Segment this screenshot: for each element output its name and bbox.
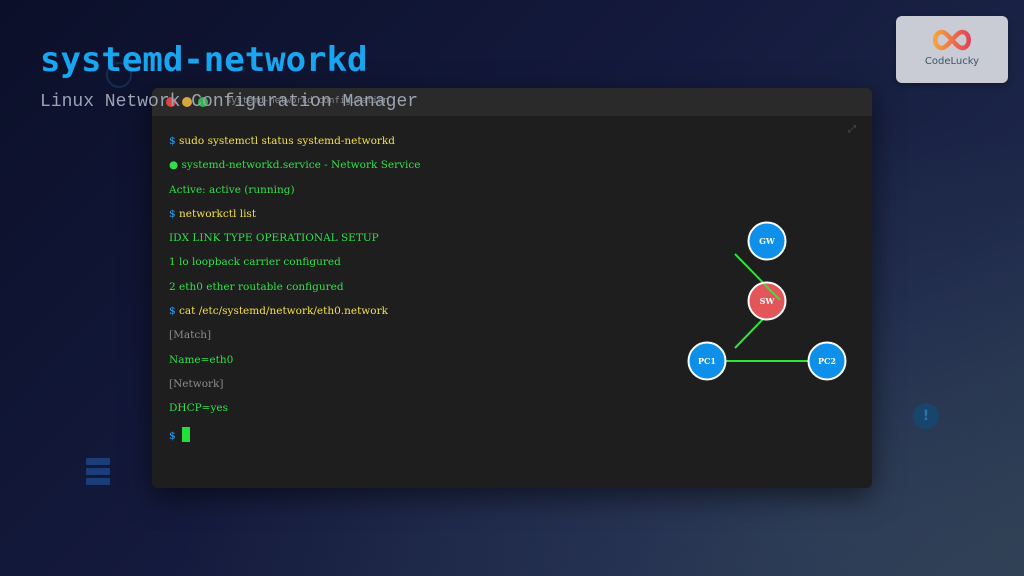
terminal-input-line[interactable]: $ (169, 426, 421, 451)
node-pc1[interactable]: PC1 (687, 341, 727, 381)
terminal-line: IDX LINK TYPE OPERATIONAL SETUP (169, 232, 421, 256)
minimize-button[interactable] (182, 97, 192, 107)
terminal-line: [Network] (169, 378, 421, 402)
prompt-symbol: $ (169, 429, 176, 442)
terminal-line: 1 lo loopback carrier configured (169, 256, 421, 280)
brand-logo[interactable]: CodeLucky (896, 16, 1008, 83)
terminal-line: [Match] (169, 329, 421, 353)
command-text: networkctl list (179, 207, 257, 220)
decorative-circle-icon (106, 62, 132, 88)
terminal-titlebar[interactable]: systemd-networkd configuration (152, 88, 872, 116)
node-sw[interactable]: SW (747, 281, 787, 321)
node-gw-label: GW (759, 236, 776, 246)
command-text: sudo systemctl status systemd-networkd (179, 135, 396, 147)
prompt-symbol: $ (169, 305, 176, 318)
page-subtitle: Linux Network Configuration Manager (40, 92, 419, 112)
node-pc1-label: PC1 (698, 356, 716, 366)
server-icon (86, 458, 110, 488)
config-section-text: [Network] (169, 377, 224, 390)
terminal-title: systemd-networkd configuration (226, 96, 389, 106)
terminal-line: $ networkctl list (169, 208, 421, 232)
maximize-button[interactable] (198, 97, 208, 107)
terminal-line: Active: active (running) (169, 184, 421, 208)
terminal-line: $ sudo systemctl status systemd-networkd (169, 135, 421, 159)
prompt-symbol: $ (169, 135, 176, 147)
prompt-symbol: $ (169, 207, 176, 220)
terminal-cursor (181, 426, 190, 442)
node-pc2-label: PC2 (818, 356, 836, 366)
terminal-line: DHCP=yes (169, 402, 421, 426)
terminal-line: 2 eth0 ether routable configured (169, 281, 421, 305)
command-text: cat /etc/systemd/network/eth0.network (179, 305, 389, 318)
config-value-text: Name=eth0 (169, 353, 234, 366)
link-sw-pc1 (734, 317, 765, 349)
terminal-line: ● systemd-networkd.service - Network Ser… (169, 159, 421, 183)
network-topology-diagram: GW SW PC1 PC2 (687, 221, 847, 381)
output-text: ● systemd-networkd.service - Network Ser… (169, 159, 421, 172)
terminal-window[interactable]: systemd-networkd configuration ⤢ $ sudo … (152, 88, 872, 488)
logo-icon (933, 29, 971, 51)
output-text: 2 eth0 ether routable configured (169, 280, 344, 293)
config-section-text: [Match] (169, 329, 212, 342)
terminal-line: $ cat /etc/systemd/network/eth0.network (169, 305, 421, 329)
terminal-line: Name=eth0 (169, 354, 421, 378)
output-text: 1 lo loopback carrier configured (169, 256, 341, 269)
node-gw[interactable]: GW (747, 221, 787, 261)
expand-icon[interactable]: ⤢ (848, 124, 856, 135)
output-text: Active: active (running) (169, 183, 295, 196)
output-text: IDX LINK TYPE OPERATIONAL SETUP (169, 232, 379, 245)
config-value-text: DHCP=yes (169, 402, 229, 415)
close-button[interactable] (166, 97, 176, 107)
alert-icon: ! (913, 403, 939, 429)
node-sw-label: SW (760, 296, 776, 306)
terminal-output: $ sudo systemctl status systemd-networkd… (169, 135, 421, 451)
node-pc2[interactable]: PC2 (807, 341, 847, 381)
page-title: systemd-networkd (40, 40, 368, 80)
link-sw-overlay (763, 283, 781, 301)
logo-text: CodeLucky (924, 56, 980, 67)
